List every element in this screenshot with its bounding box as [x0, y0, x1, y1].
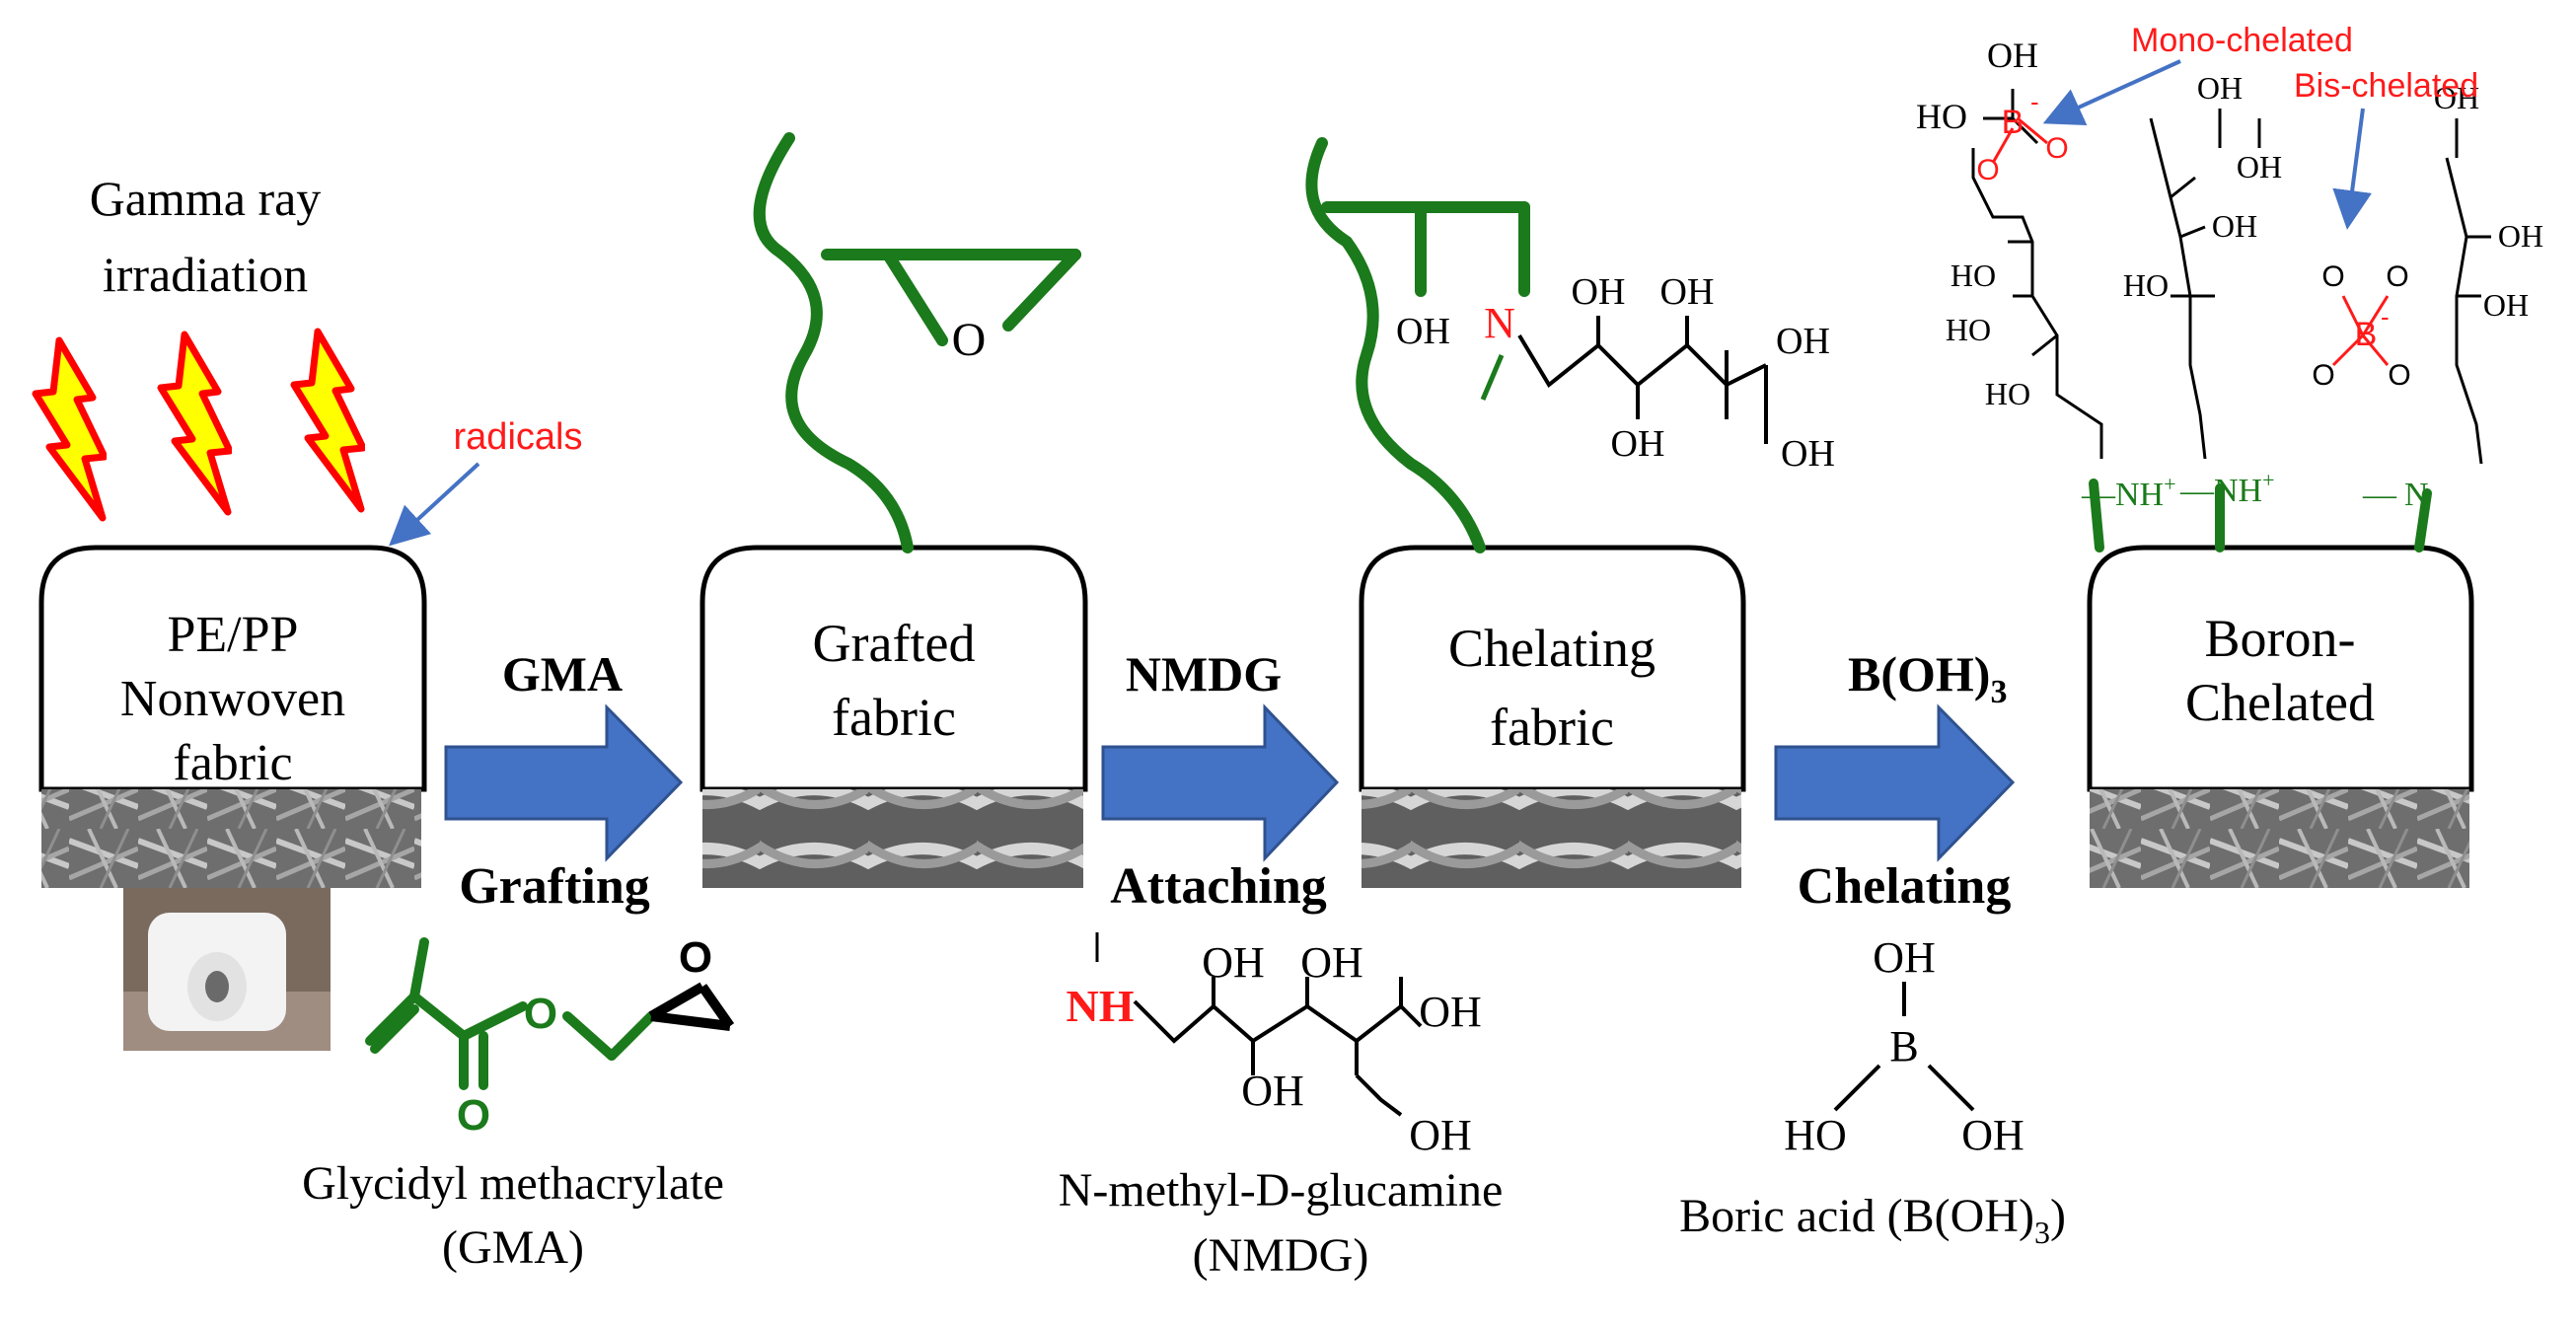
chain-ho-1: HO	[1950, 258, 1996, 293]
stage-pe-pp-line1: PE/PP	[168, 607, 299, 663]
boric-acid-molecule: OH B HO OH	[1784, 933, 2024, 1159]
stage-grafted: Grafted fabric	[699, 545, 1088, 888]
stage-pe-pp-line2: Nonwoven	[120, 671, 345, 727]
attached-oh-5: OH	[1781, 433, 1835, 475]
gma-o-ester: O	[524, 990, 557, 1038]
chain-oh-3: OH	[2237, 149, 2282, 184]
mono-boron: B	[2002, 104, 2024, 141]
gma-molecule: O O O	[365, 933, 735, 1140]
action-grafting: Grafting	[459, 858, 650, 915]
gma-name-line1: Glycidyl methacrylate	[302, 1157, 724, 1210]
step-attaching: NMDG Attaching	[1101, 646, 1340, 915]
grafted-gma-chain	[753, 132, 1081, 553]
bis-o-4: O	[2388, 359, 2410, 392]
stage-chelating-line2: fabric	[1490, 698, 1614, 757]
stage-chelating: Chelating fabric	[1359, 545, 1746, 888]
bis-o-3: O	[2386, 260, 2408, 293]
sem-image-boron	[2090, 789, 2469, 888]
attached-oh-1: OH	[1572, 271, 1626, 313]
chain-ho-4: HO	[2123, 267, 2169, 303]
chain-oh-1: OH	[2212, 208, 2257, 244]
sem-image-chelating	[1362, 789, 1741, 888]
bis-boron: B	[2355, 316, 2378, 353]
stage-chelating-line1: Chelating	[1448, 619, 1656, 678]
bis-o-1: O	[2321, 260, 2344, 293]
irradiation-title-line2: irradiation	[103, 247, 308, 302]
radicals-arrow	[389, 462, 480, 547]
mono-boron-charge: -	[2030, 87, 2039, 116]
boric-b: B	[1889, 1022, 1918, 1070]
stage-boron-line1: Boron-	[2205, 609, 2356, 668]
gma-o-carbonyl: O	[457, 1091, 490, 1140]
stage-boron-chelated: Boron- Chelated	[2087, 545, 2474, 888]
nh-plus-1: —NH+	[2081, 472, 2176, 513]
action-attaching: Attaching	[1110, 858, 1327, 915]
bis-chelated-label: Bis-chelated	[2294, 67, 2478, 105]
boric-oh-right: OH	[1961, 1111, 2024, 1159]
gamma-ray-lightning-icons	[36, 332, 363, 518]
stage-boron-line2: Chelated	[2185, 673, 2375, 732]
chain-oh-2: OH	[2197, 70, 2243, 106]
chain-oh-5: OH	[2498, 218, 2543, 254]
chain-oh-4: OH	[2434, 80, 2479, 115]
attached-oh-2: OH	[1660, 271, 1715, 313]
stage-pe-pp-line3: fabric	[173, 735, 292, 791]
radicals-label: radicals	[454, 416, 583, 458]
irradiation-title-line1: Gamma ray	[90, 171, 322, 226]
attached-oh: OH	[1396, 311, 1450, 352]
reagent-boric: B(OH)3	[1848, 646, 2007, 710]
boric-oh-top: OH	[1873, 933, 1936, 982]
nmdg-oh-4: OH	[1241, 1067, 1304, 1115]
bis-boron-charge: -	[2381, 302, 2390, 332]
process-arrow-3	[1774, 703, 2016, 862]
epoxide-oxygen: O	[952, 314, 987, 366]
gma-o-epoxide: O	[679, 933, 712, 982]
nmdg-oh-3: OH	[1419, 988, 1482, 1036]
attached-nmdg-chain: OH N OH OH OH OH OH	[1305, 137, 1835, 553]
attached-oh-4: OH	[1611, 423, 1665, 465]
attached-n: N	[1484, 299, 1515, 347]
gma-name-line2: (GMA)	[442, 1221, 584, 1274]
stage-grafted-line1: Grafted	[813, 614, 976, 673]
stage-grafted-line2: fabric	[832, 688, 956, 747]
reagent-nmdg: NMDG	[1126, 646, 1282, 701]
tertiary-n: —N	[2362, 477, 2429, 513]
mono-o-1: O	[1976, 154, 1999, 186]
sem-image-pe-pp	[41, 789, 421, 888]
step-grafting: GMA Grafting	[444, 646, 684, 915]
chain-ho-2: HO	[1946, 312, 1991, 347]
process-arrow-1	[444, 703, 684, 862]
stage-pe-pp: PE/PP Nonwoven fabric	[38, 545, 427, 1051]
boron-oh-top: OH	[1987, 36, 2038, 75]
mono-o-2: O	[2045, 132, 2068, 165]
nmdg-oh-1: OH	[1202, 938, 1265, 987]
chain-oh-6: OH	[2483, 287, 2529, 323]
boron-chelated-structure: OH HO B - O O B - O O O O HO HO HO HO OH…	[1916, 22, 2543, 553]
nmdg-name-line1: N-methyl-D-glucamine	[1059, 1164, 1504, 1217]
nmdg-name-line2: (NMDG)	[1193, 1229, 1369, 1282]
nmdg-molecule: NH OH OH OH OH OH	[1067, 932, 1482, 1159]
step-chelating: B(OH)3 Chelating	[1774, 646, 2016, 915]
bis-o-2: O	[2312, 359, 2334, 392]
fabric-roll-photo	[123, 888, 331, 1051]
boric-ho-left: HO	[1784, 1111, 1847, 1159]
mono-chelated-label: Mono-chelated	[2131, 22, 2353, 59]
boric-name: Boric acid (B(OH)3)	[1679, 1190, 2066, 1250]
nh-plus-2: —NH+	[2179, 468, 2275, 509]
bis-chelated-arrow	[2332, 108, 2372, 230]
reagent-gma: GMA	[502, 646, 623, 701]
boron-ho-left: HO	[1916, 97, 1967, 136]
action-chelating: Chelating	[1798, 858, 2012, 915]
nmdg-nh: NH	[1067, 981, 1135, 1031]
attached-oh-3: OH	[1776, 321, 1830, 362]
sem-image-grafted	[702, 789, 1083, 888]
process-arrow-2	[1101, 703, 1340, 862]
nmdg-oh-2: OH	[1300, 938, 1363, 987]
nmdg-oh-5: OH	[1409, 1111, 1472, 1159]
chain-ho-3: HO	[1985, 376, 2030, 411]
mono-chelated-arrow	[2042, 59, 2181, 125]
